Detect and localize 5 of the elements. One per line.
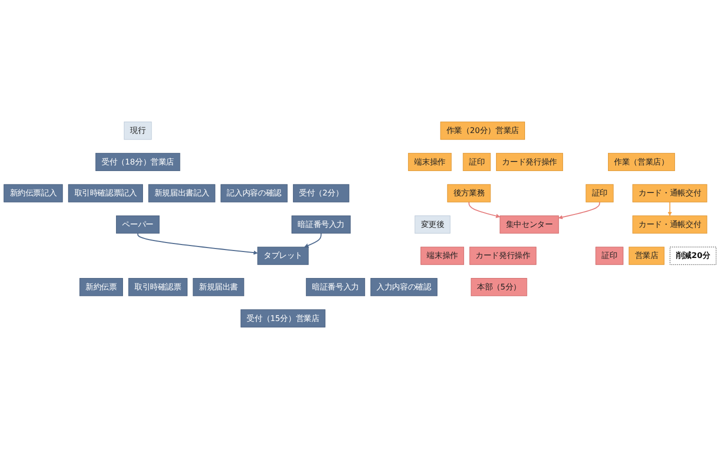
arrow	[668, 202, 672, 216]
arrow	[137, 233, 258, 256]
arrow	[304, 233, 322, 248]
arrow	[468, 202, 500, 218]
arrow	[558, 202, 600, 220]
